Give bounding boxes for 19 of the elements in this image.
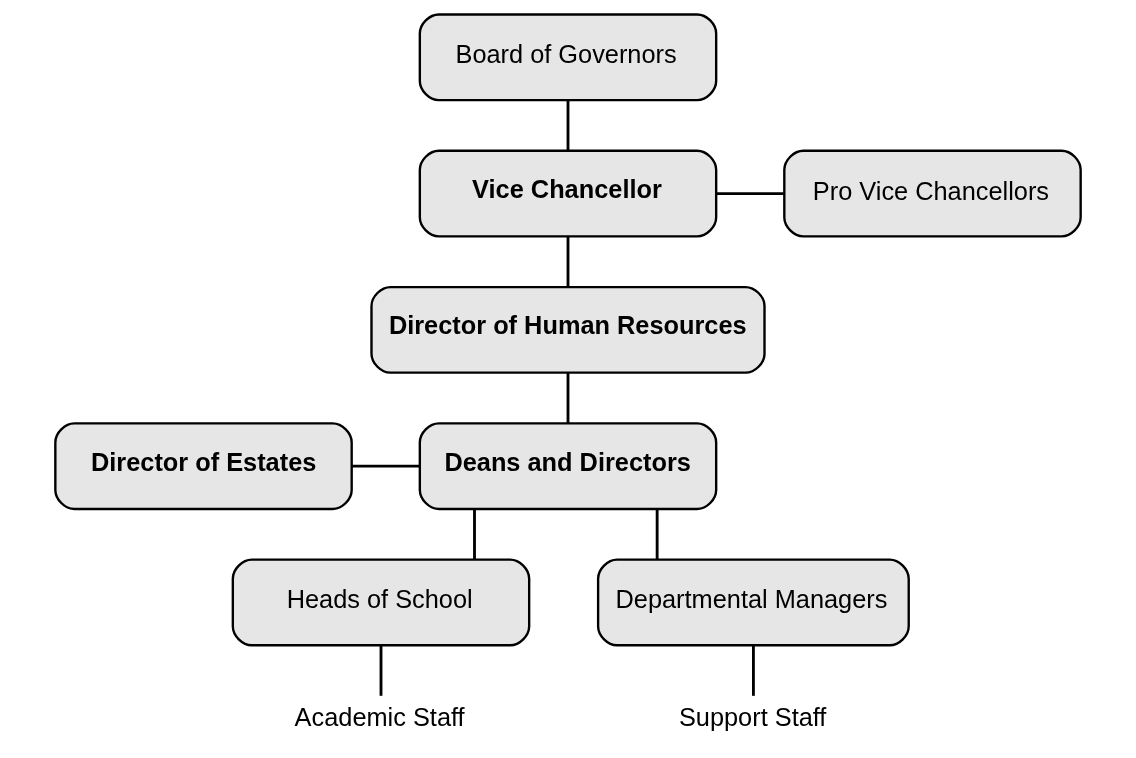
node-box: Board of Governors: [418, 13, 718, 102]
connector: [379, 645, 383, 696]
connector: [473, 509, 476, 560]
connector: [752, 645, 755, 696]
node-box: Vice Chancellor: [418, 149, 718, 238]
connector: [566, 236, 570, 288]
connector: [566, 100, 570, 151]
connector: [566, 373, 570, 424]
node-box: Departmental Managers: [596, 558, 910, 647]
node-box: Director of Human Resources: [370, 285, 766, 374]
connector: [716, 192, 784, 195]
connector: [351, 464, 420, 468]
node-box: Heads of School: [231, 558, 531, 647]
connector: [655, 509, 659, 560]
node-text: Academic Staff: [294, 702, 465, 731]
node-text: Support Staff: [678, 702, 827, 731]
node-box: Director of Estates: [54, 422, 353, 511]
node-box: Pro Vice Chancellors: [783, 149, 1082, 238]
node-box: Deans and Directors: [418, 422, 718, 511]
